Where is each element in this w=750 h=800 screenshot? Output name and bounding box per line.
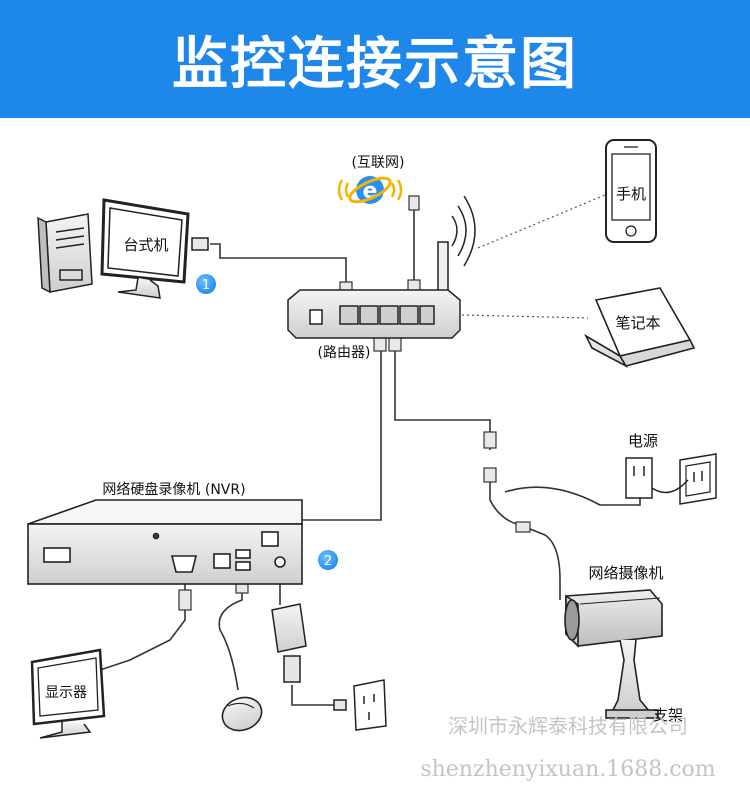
bracket-label: 支架: [653, 706, 683, 724]
phone-label: 手机: [616, 185, 646, 203]
lan-port: [339, 305, 359, 325]
wifi-waves-icon: [451, 215, 458, 247]
title-banner: 监控连接示意图: [0, 0, 750, 118]
terminal-block: [43, 547, 71, 563]
step-number: 2: [324, 554, 332, 569]
ip-camera: [564, 589, 663, 719]
power-adapter: [625, 453, 717, 505]
nvr-back-panel: [27, 523, 303, 585]
monitor-label: 显示器: [45, 685, 87, 701]
step-badge-2: 2: [318, 550, 338, 570]
router-label: (路由器): [318, 345, 371, 361]
camera-data-cable: [489, 478, 561, 600]
wall-socket-icon: [679, 453, 717, 505]
laptop: [584, 287, 696, 369]
network-port: [213, 553, 231, 569]
laptop-label: 笔记本: [615, 314, 660, 332]
lan-port: [399, 305, 419, 325]
watermark-site: shenzhenyixuan.1688.com: [420, 757, 715, 782]
rj45-plug: [408, 195, 420, 211]
lan-port: [379, 305, 399, 325]
rj45-plug: [483, 467, 497, 483]
camera-lens-icon: [564, 599, 580, 641]
drive-bay: [55, 227, 85, 233]
rj45-plug: [483, 431, 497, 449]
nvr-power-adapter: [271, 603, 387, 731]
step-badge-1: 1: [196, 274, 216, 294]
internet-node: (互联网) e: [337, 155, 405, 204]
mouse-icon: [221, 696, 263, 732]
smartphone: [605, 139, 657, 243]
desktop-computer: [37, 198, 209, 299]
rj45-plug: [515, 521, 531, 533]
camera-bracket: [610, 639, 652, 713]
usb-port: [235, 561, 251, 571]
router-camera-cable: [394, 345, 491, 450]
home-button-icon: [625, 225, 637, 237]
wifi-link-laptop: [461, 314, 589, 319]
usb-port: [235, 549, 251, 559]
lan-port: [359, 305, 379, 325]
wall-socket-icon: [353, 679, 387, 731]
vga-plug: [178, 589, 192, 611]
vga-port: [170, 555, 198, 573]
dc-jack: [274, 556, 286, 568]
nvr-power-cable-bottom: [291, 685, 335, 706]
ie-icon: e: [337, 176, 403, 204]
page-title: 监控连接示意图: [172, 31, 578, 97]
desktop-label: 台式机: [123, 236, 168, 254]
desktop-router-cable: [210, 243, 347, 288]
vga-cable: [99, 570, 186, 671]
wan-port: [419, 305, 435, 325]
display-monitor: [30, 648, 106, 739]
nvr-label: 网络硬盘录像机 (NVR): [102, 481, 245, 498]
camera-power-cable: [504, 486, 641, 506]
adapter-body: [625, 457, 653, 499]
wireless-links: [461, 194, 606, 319]
nvr-recorder: [27, 499, 303, 585]
wifi-link-phone: [477, 194, 606, 249]
internet-label: (互联网): [352, 155, 405, 171]
power-switch: [261, 531, 279, 547]
desktop-monitor: [100, 198, 190, 284]
watermark-company: 深圳市永辉泰科技有限公司: [448, 714, 688, 738]
mouse-cable: [218, 570, 243, 691]
nvr-top: [27, 499, 303, 525]
connection-diagram: 1 2 (互联网) e 台式机: [27, 139, 717, 782]
power-label: 电源: [628, 432, 658, 450]
step-number: 1: [202, 278, 210, 293]
camera-label: 网络摄像机: [588, 564, 663, 582]
camera-housing: [565, 589, 663, 647]
router: [287, 195, 476, 339]
